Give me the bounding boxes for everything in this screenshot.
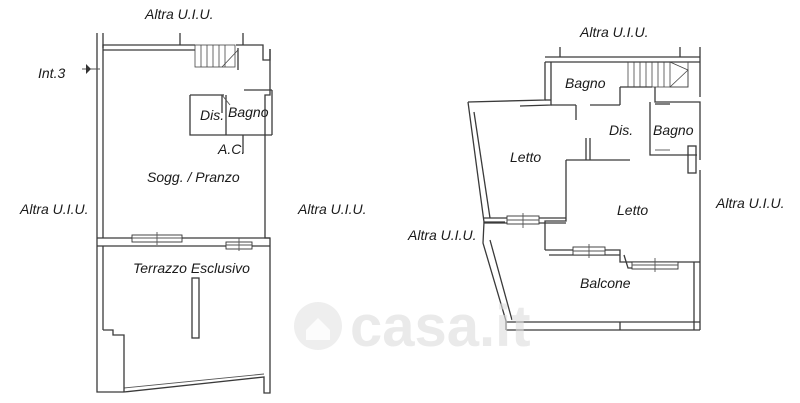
room-label-balcone: Balcone <box>580 275 631 291</box>
room-label-bagno-right: Bagno <box>653 122 694 138</box>
room-label-letto-right: Letto <box>617 202 648 218</box>
left-top-neighbor-label: Altra U.I.U. <box>144 6 213 22</box>
right-top-neighbor-label: Altra U.I.U. <box>579 24 648 40</box>
room-label-dis-right: Dis. <box>609 122 633 138</box>
room-label-letto-left: Letto <box>510 149 541 165</box>
left-right-neighbor-label: Altra U.I.U. <box>297 201 366 217</box>
casa-it-watermark: casa.it <box>294 294 531 359</box>
room-label-terrazzo: Terrazzo Esclusivo <box>133 260 250 276</box>
watermark-text: casa.it <box>350 294 531 359</box>
terrace-pillar <box>191 277 200 339</box>
right-left-neighbor-label: Altra U.I.U. <box>407 227 476 243</box>
room-label-bagno: Bagno <box>228 104 269 120</box>
room-label-dis: Dis. <box>200 107 224 123</box>
room-label-bagno-top: Bagno <box>565 75 606 91</box>
left-side-neighbor-label: Altra U.I.U. <box>19 201 88 217</box>
room-label-soggiorno: Sogg. / Pranzo <box>147 169 240 185</box>
left-floor-plan: Altra U.I.U. Altra U.I.U. Altra U.I.U. I… <box>19 6 366 394</box>
interior-number-label: Int.3 <box>38 65 65 81</box>
stairs-right <box>627 61 689 88</box>
stairs-left <box>194 44 239 70</box>
room-label-ac: A.C. <box>217 141 245 157</box>
right-right-neighbor-label: Altra U.I.U. <box>715 195 784 211</box>
right-floor-plan: Altra U.I.U. Altra U.I.U. Altra U.I.U. B… <box>407 24 784 331</box>
